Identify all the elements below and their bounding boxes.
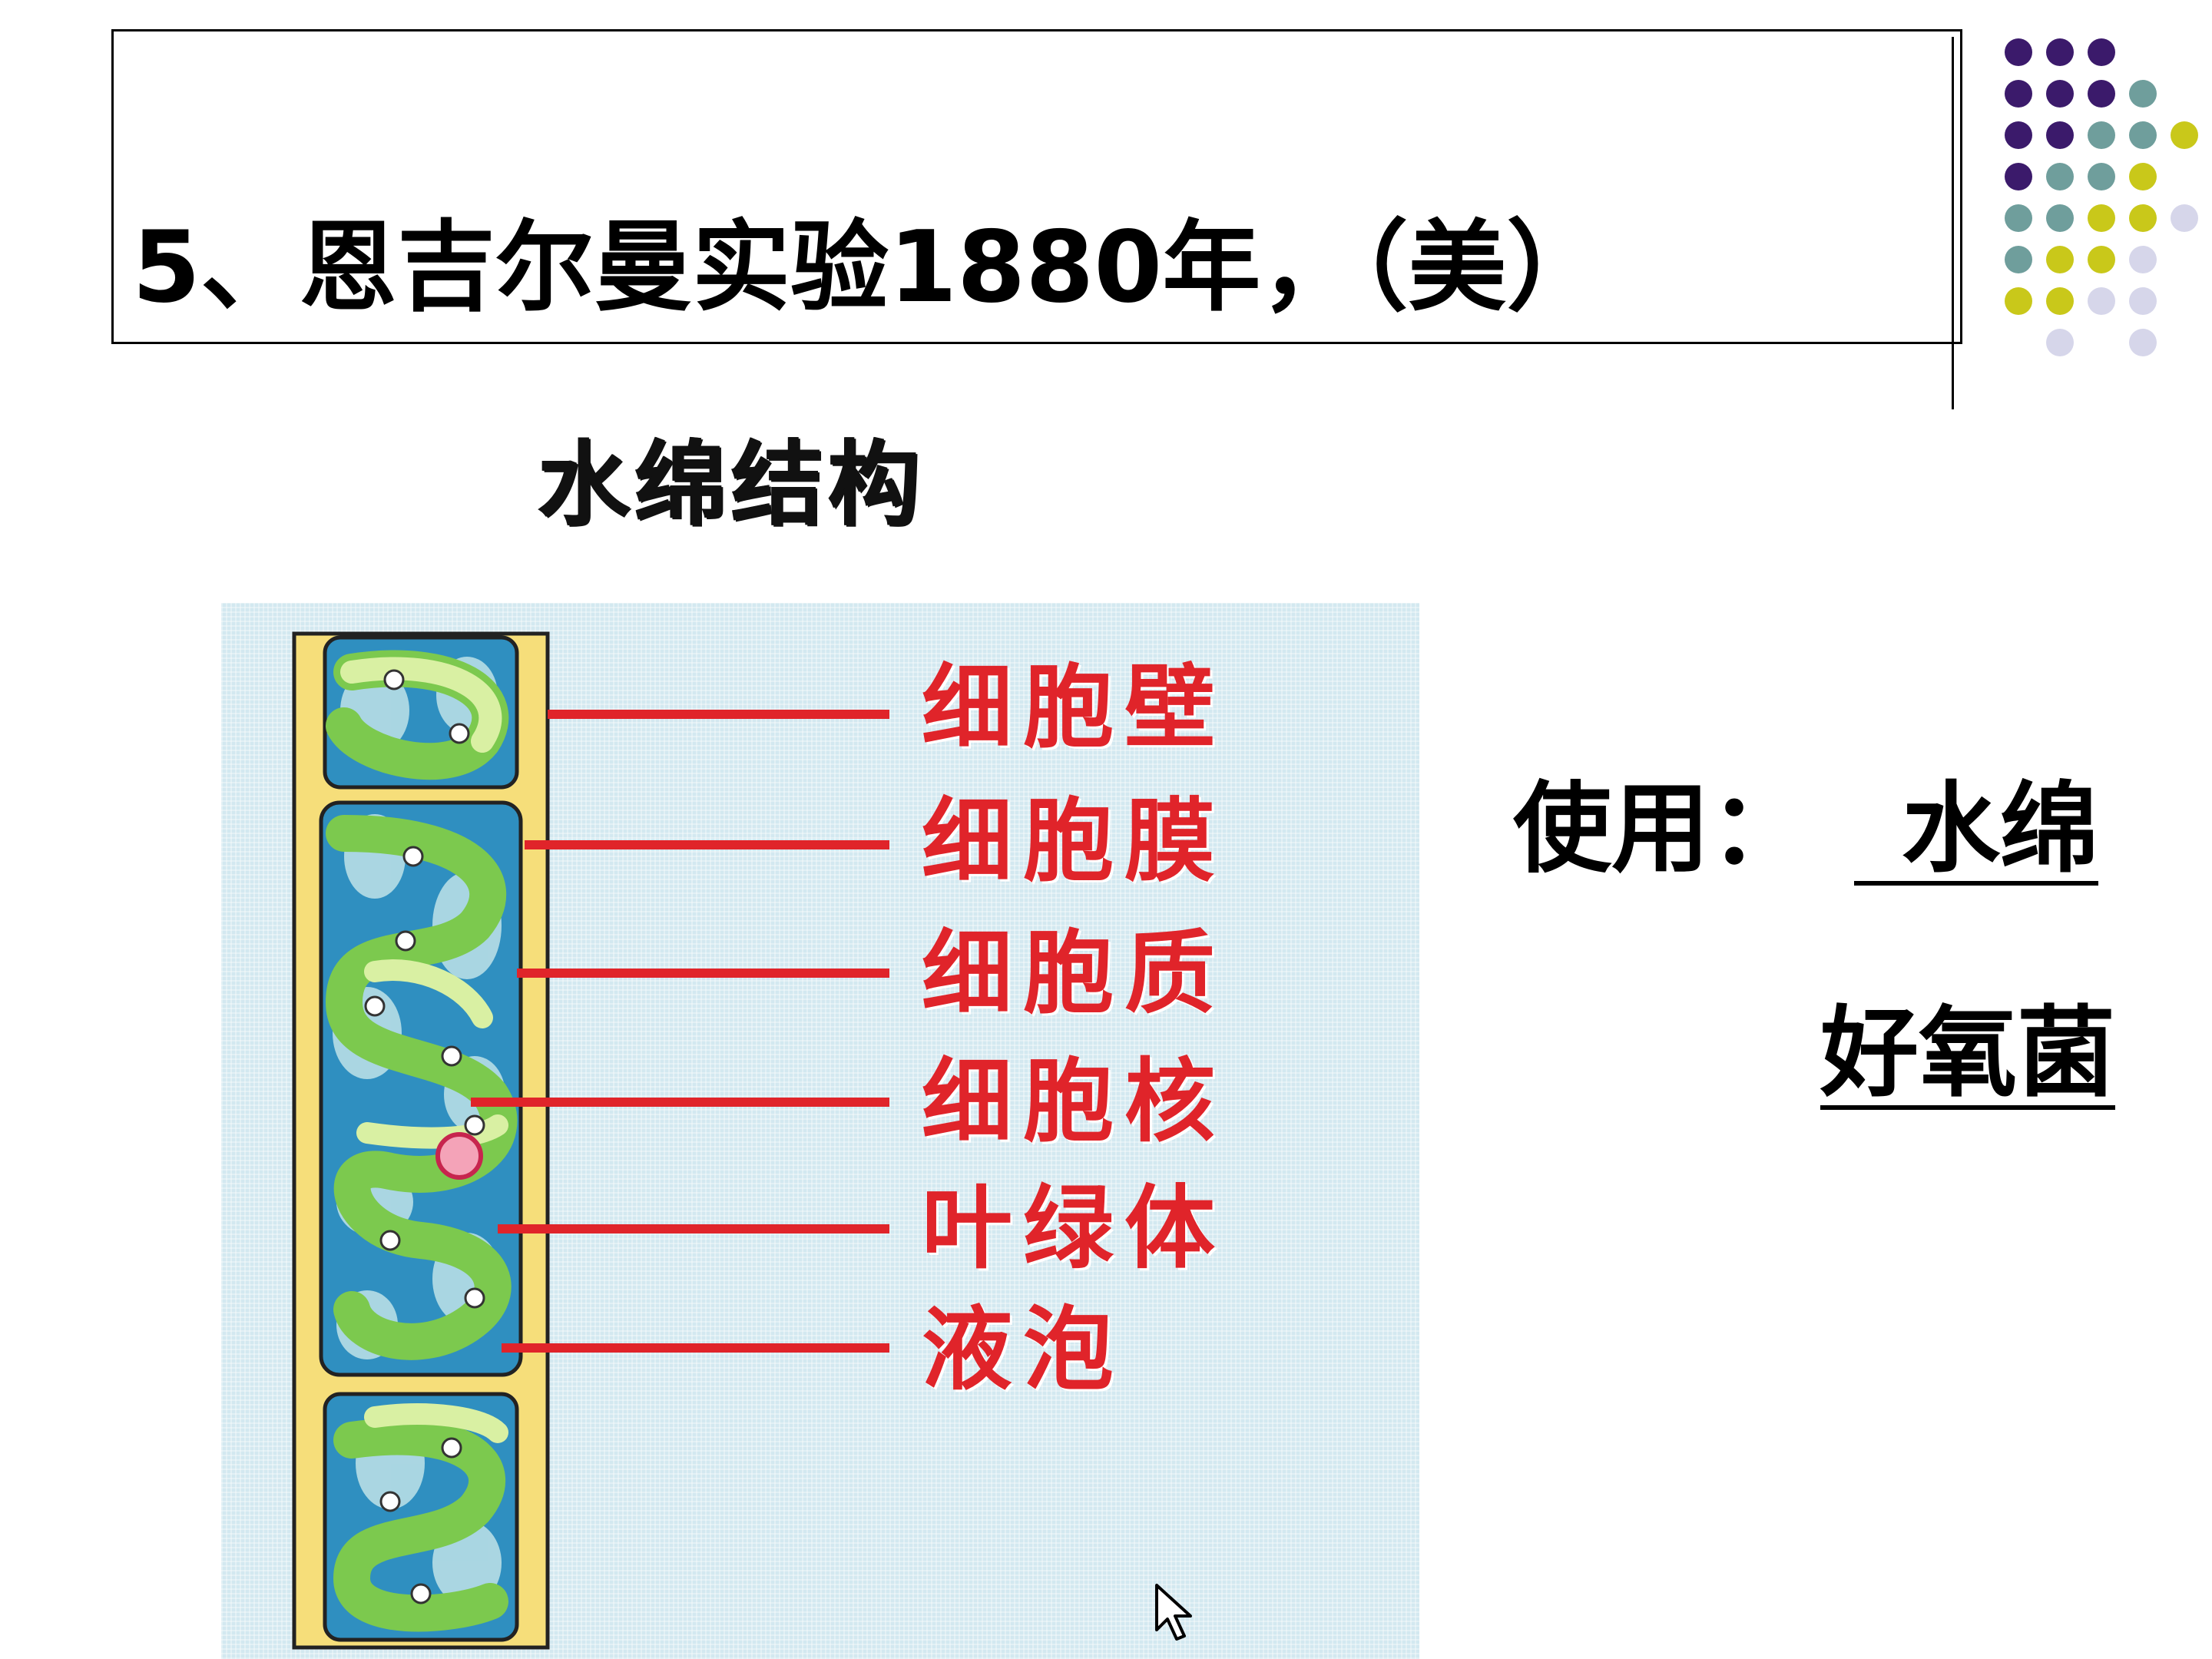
decorative-dot <box>2046 204 2074 232</box>
decorative-dot <box>2046 80 2074 108</box>
decorative-dot <box>2088 163 2115 190</box>
decorative-dot <box>2088 121 2115 149</box>
decorative-dot <box>2171 121 2198 149</box>
title-frame <box>111 29 1962 344</box>
label-chloroplast: 叶绿体 <box>922 1174 1227 1281</box>
label-cell-wall: 细胞壁 <box>922 654 1227 760</box>
decorative-dot <box>2088 246 2115 273</box>
decorative-dot <box>2088 80 2115 108</box>
diagram-caption: 水绵结构 <box>538 432 925 538</box>
decorative-dot <box>2046 287 2074 315</box>
label-cytoplasm: 细胞质 <box>922 919 1227 1026</box>
spirogyra-diagram <box>221 603 1419 1659</box>
decorative-dot <box>2046 38 2074 66</box>
decorative-dot <box>2088 38 2115 66</box>
spirogyra-illustration <box>292 631 889 1650</box>
decorative-dot <box>2129 287 2157 315</box>
nucleus <box>435 1132 483 1180</box>
label-nucleus: 细胞核 <box>922 1048 1227 1154</box>
decorative-dot <box>2005 246 2032 273</box>
label-cell-membrane: 细胞膜 <box>922 787 1227 894</box>
decorative-dot <box>2129 246 2157 273</box>
materials-value-aerobic-bacteria: 好氧菌 <box>1820 996 2116 1111</box>
materials-label: 使用： <box>1513 772 1809 886</box>
decorative-dot <box>2129 163 2157 190</box>
slide-title: 5、恩吉尔曼实验1880年，（美） <box>132 210 1605 325</box>
decorative-dot <box>2005 121 2032 149</box>
decorative-dot <box>2005 80 2032 108</box>
decorative-dot <box>2129 204 2157 232</box>
decorative-dot <box>2005 163 2032 190</box>
decorative-dot <box>2046 163 2074 190</box>
decorative-dot <box>2171 204 2198 232</box>
decorative-dot <box>2046 329 2074 356</box>
chloroplast-spiral <box>325 650 518 1632</box>
decorative-dot <box>2129 80 2157 108</box>
decorative-dot <box>2046 246 2074 273</box>
decorative-dot <box>2005 204 2032 232</box>
decorative-dot <box>2046 121 2074 149</box>
label-pointer-lines <box>471 710 889 1353</box>
decorative-dot <box>2005 38 2032 66</box>
mouse-pointer-icon <box>1155 1584 1192 1641</box>
decorative-dot <box>2005 287 2032 315</box>
materials-row: 使用： 水绵 <box>1513 775 2099 886</box>
pyrenoids <box>364 669 485 1604</box>
materials-value-spirogyra: 水绵 <box>1854 777 2099 886</box>
label-vacuole: 液泡 <box>922 1296 1125 1402</box>
decorative-dot <box>2088 287 2115 315</box>
decorative-dot <box>2129 121 2157 149</box>
decorative-dot <box>2088 204 2115 232</box>
title-divider-line <box>1952 37 1954 409</box>
decorative-dot <box>2129 329 2157 356</box>
